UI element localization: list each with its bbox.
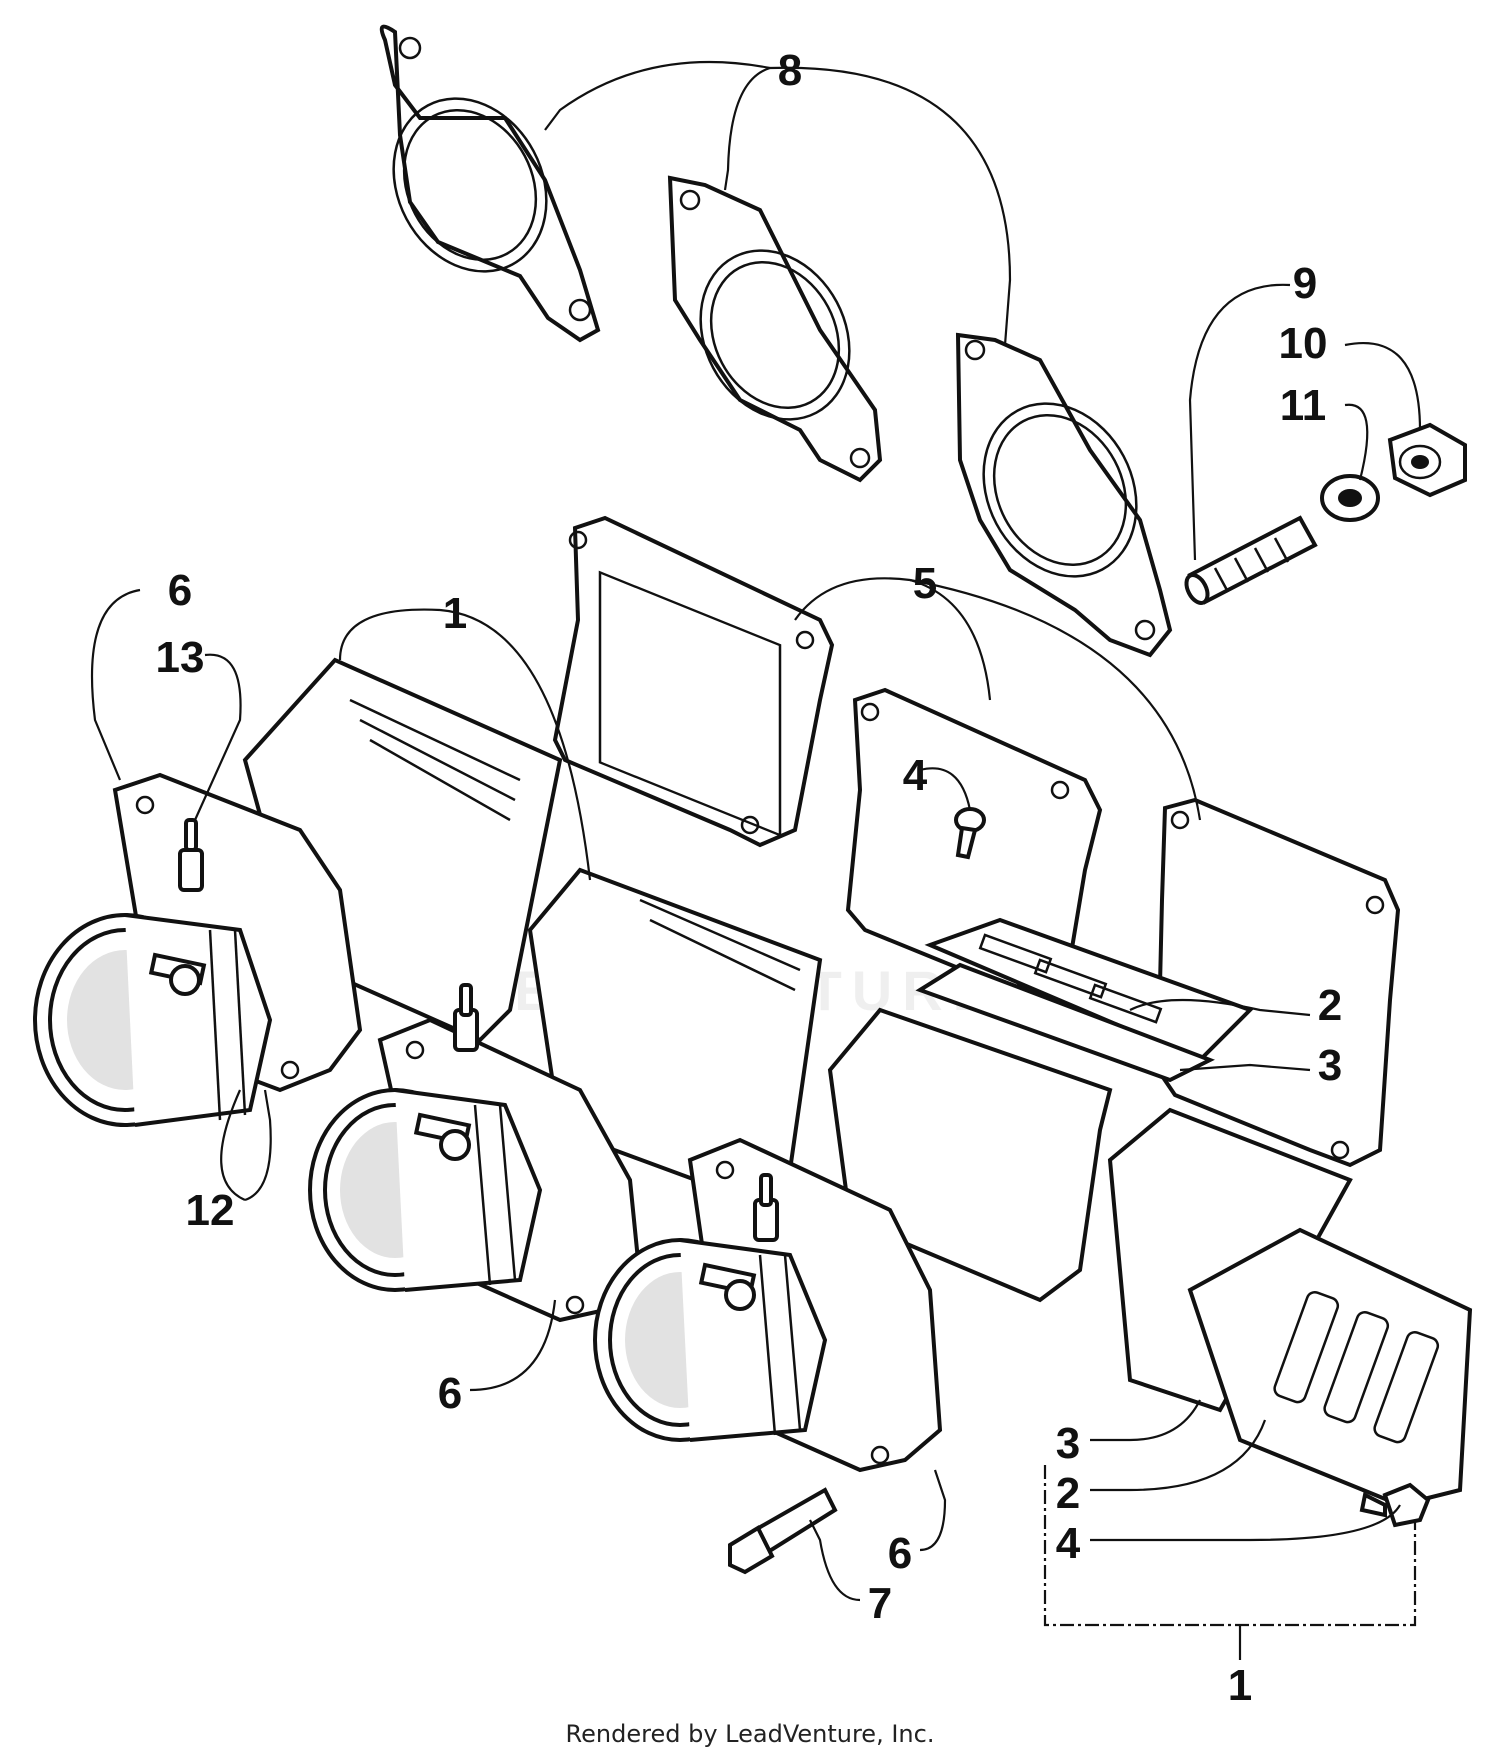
callout-2-low: 2 [1056,1469,1080,1518]
screw-upper [954,807,986,860]
callout-12: 12 [186,1186,235,1235]
callout-4-mid: 4 [903,751,928,800]
callout-4-low: 4 [1056,1519,1081,1568]
callout-2-mid: 2 [1318,981,1342,1030]
reed-petal-upper [915,962,1215,1083]
callout-3-low: 3 [1056,1419,1080,1468]
callout-7: 7 [868,1579,892,1628]
exhaust-gasket-left [379,24,601,343]
callout-9: 9 [1293,259,1317,308]
vent-fitting-middle [453,983,479,1052]
intake-boot-left [33,913,273,1127]
exhaust-gasket-middle [667,175,883,483]
footer-credit: Rendered by LeadVenture, Inc. [566,1720,935,1748]
reed-block-gasket-3 [1155,797,1401,1168]
clamp-right [698,1262,757,1311]
flange-bolt [728,1487,838,1575]
callout-10: 10 [1279,319,1328,368]
callout-1-bottom: 1 [1228,1661,1252,1710]
nut-part [1387,422,1467,498]
clamp-left [148,952,207,996]
callout-6-low: 6 [888,1529,912,1578]
leader-lines [90,60,1422,1660]
callout-8: 8 [778,46,802,95]
exhaust-gasket-right [955,332,1173,658]
washer-part [1320,474,1380,522]
stud-part [1184,515,1318,605]
reed-stopper-plate-lower [1187,1227,1473,1508]
callout-11: 11 [1280,381,1327,430]
callout-6-top: 6 [168,566,192,615]
callout-13: 13 [156,633,205,682]
reed-block-gasket-1 [552,515,835,848]
intake-boot-right [593,1238,828,1442]
callout-6-mid: 6 [438,1369,462,1418]
callout-1-top: 1 [443,589,467,638]
callout-3-mid: 3 [1318,1041,1342,1090]
intake-boot-middle [308,1088,543,1292]
callout-5: 5 [913,559,937,608]
clamp-middle [413,1112,472,1161]
vent-fitting-left [178,818,204,892]
vent-fitting-right [753,1173,779,1242]
screw-lower [1359,1482,1431,1528]
